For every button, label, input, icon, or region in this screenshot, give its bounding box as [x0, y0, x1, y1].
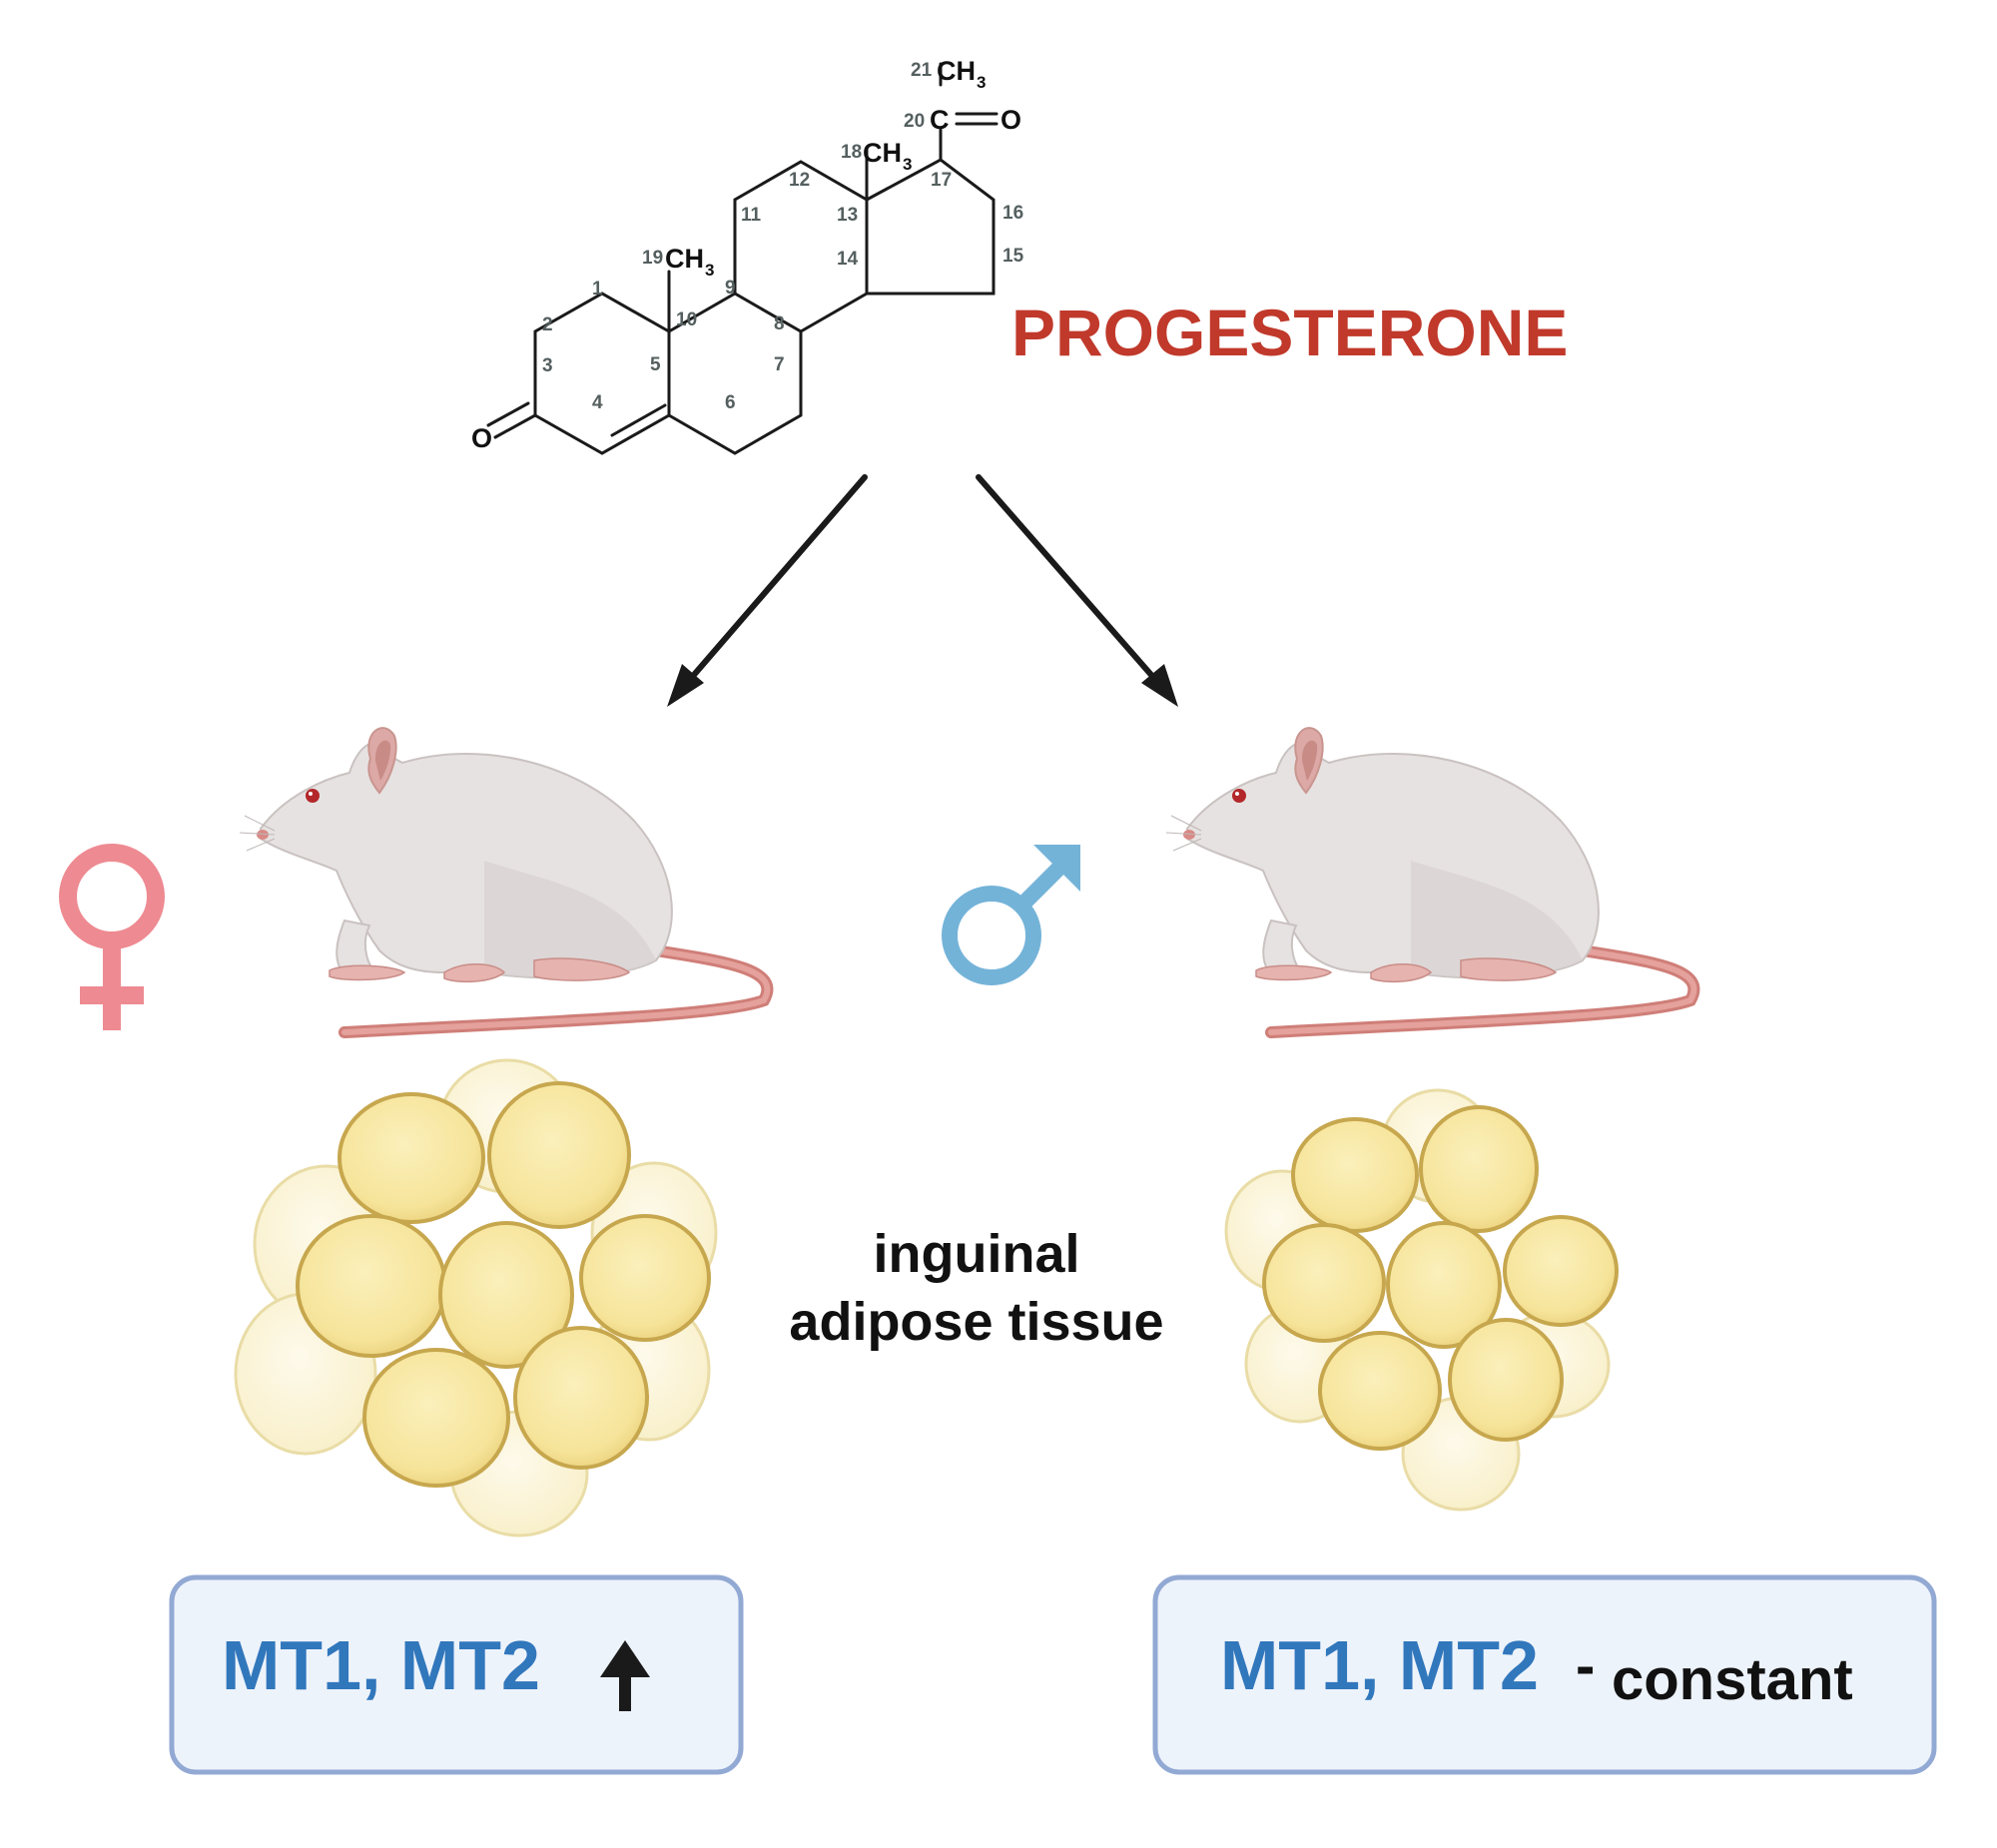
male-adipose-cluster [1224, 1088, 1619, 1512]
male-result-dash: - [1576, 1633, 1595, 1698]
progesterone-structure: O O C CH 3 CH 3 CH 3 1 2 3 4 5 6 7 8 9 1… [471, 56, 1568, 455]
arrow-to-male [976, 474, 1178, 707]
arrow-to-female [667, 474, 868, 707]
carbon-number-13: 13 [837, 205, 858, 226]
female-result-text: MT1, MT2 [222, 1626, 540, 1704]
carbon-number-7: 7 [774, 354, 785, 375]
carbon-number-19: 19 [642, 248, 663, 269]
carbon-number-2: 2 [542, 314, 553, 335]
up-arrow-icon [600, 1640, 650, 1711]
female-result-box: MT1, MT2 [169, 1574, 744, 1775]
carbon-number-20: 20 [904, 111, 925, 132]
carbon-number-10: 10 [676, 309, 697, 330]
female-rat [240, 728, 767, 1032]
male-symbol [942, 845, 1080, 985]
female-adipose-cluster [234, 1058, 718, 1538]
tissue-label-line2: adipose tissue [789, 1292, 1163, 1352]
male-result-constant: constant [1612, 1647, 1853, 1712]
female-symbol [59, 844, 165, 1030]
carbon-number-1: 1 [592, 279, 603, 300]
carbon-number-16: 16 [1002, 203, 1023, 224]
male-rat [1166, 728, 1693, 1032]
oxygen-atom-20: O [1000, 105, 1021, 135]
carbon-number-5: 5 [650, 354, 661, 375]
carbon-number-17: 17 [931, 170, 952, 191]
female-fat-cells-foreground [296, 1081, 711, 1488]
male-fat-cells-background [1224, 1088, 1611, 1512]
carbon-number-12: 12 [789, 170, 810, 191]
male-result-text: MT1, MT2 [1220, 1626, 1539, 1704]
methyl-21-subscript: 3 [977, 73, 986, 92]
carbon-number-3: 3 [542, 355, 553, 376]
carbon-number-6: 6 [725, 392, 736, 413]
carbon-number-21: 21 [911, 60, 933, 81]
methyl-18-label: CH [863, 138, 902, 168]
oxygen-atom-3: O [471, 423, 492, 453]
carbon-number-14: 14 [837, 249, 859, 270]
molecule-title: PROGESTERONE [1011, 296, 1568, 369]
carbon-number-8: 8 [774, 313, 785, 334]
carbon-number-18: 18 [841, 142, 862, 163]
carbon-atom-20: C [930, 105, 950, 135]
methyl-19-subscript: 3 [705, 261, 714, 280]
carbon-number-4: 4 [592, 392, 603, 413]
tissue-label-line1: inguinal [874, 1224, 1080, 1284]
carbon-number-15: 15 [1002, 246, 1024, 267]
molecule-bonds [486, 62, 998, 455]
carbon-number-11: 11 [741, 205, 762, 226]
methyl-18-subscript: 3 [903, 155, 912, 174]
carbon-number-9: 9 [725, 278, 736, 299]
methyl-21-label: CH [937, 56, 976, 86]
male-result-box: MT1, MT2 - constant [1152, 1574, 1937, 1775]
male-fat-cells-foreground [1262, 1105, 1619, 1451]
methyl-19-label: CH [665, 244, 704, 274]
